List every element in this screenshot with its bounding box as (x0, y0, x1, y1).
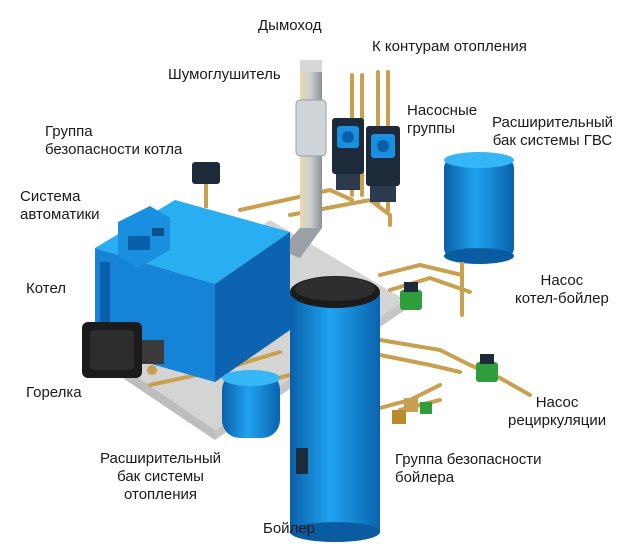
label-recirculation-pump: Насос рециркуляции (508, 394, 607, 429)
burner (82, 322, 164, 378)
label-heating-circuits: К контурам отопления (372, 38, 527, 55)
label-heating-expansion-tank: Расширительный бак системы отопления (100, 450, 222, 503)
label-silencer: Шумоглушитель (168, 66, 281, 83)
pump-group-right (366, 126, 400, 202)
boiler-safety-group (192, 162, 220, 208)
heating-expansion-tank (222, 370, 280, 438)
label-boiler: Котел (26, 280, 67, 297)
chimney-pipe (280, 60, 322, 258)
automation-box (118, 206, 170, 268)
label-chimney: Дымоход (258, 17, 322, 34)
recirculation-pump (476, 354, 498, 382)
heater-safety-valve-group (392, 398, 432, 424)
pump-boiler-to-heater (400, 282, 422, 310)
pump-group-left (332, 118, 364, 190)
label-pump-boiler-to-heater: Насос котел-бойлер (515, 272, 609, 307)
label-pump-groups: Насосные группы (407, 102, 478, 137)
label-boiler-safety-group: Группа безопасности котла (45, 123, 183, 158)
water-heater-tank (290, 276, 380, 542)
label-heater-safety-group: Группа безопасности бойлера (395, 451, 542, 486)
silencer (295, 99, 327, 157)
label-dhw-expansion-tank: Расширительный бак системы ГВС (492, 114, 614, 149)
label-burner: Горелка (26, 384, 82, 401)
label-water-heater: Бойлер (263, 520, 316, 537)
label-automation-system: Система автоматики (20, 188, 100, 223)
dhw-expansion-tank (444, 152, 514, 300)
